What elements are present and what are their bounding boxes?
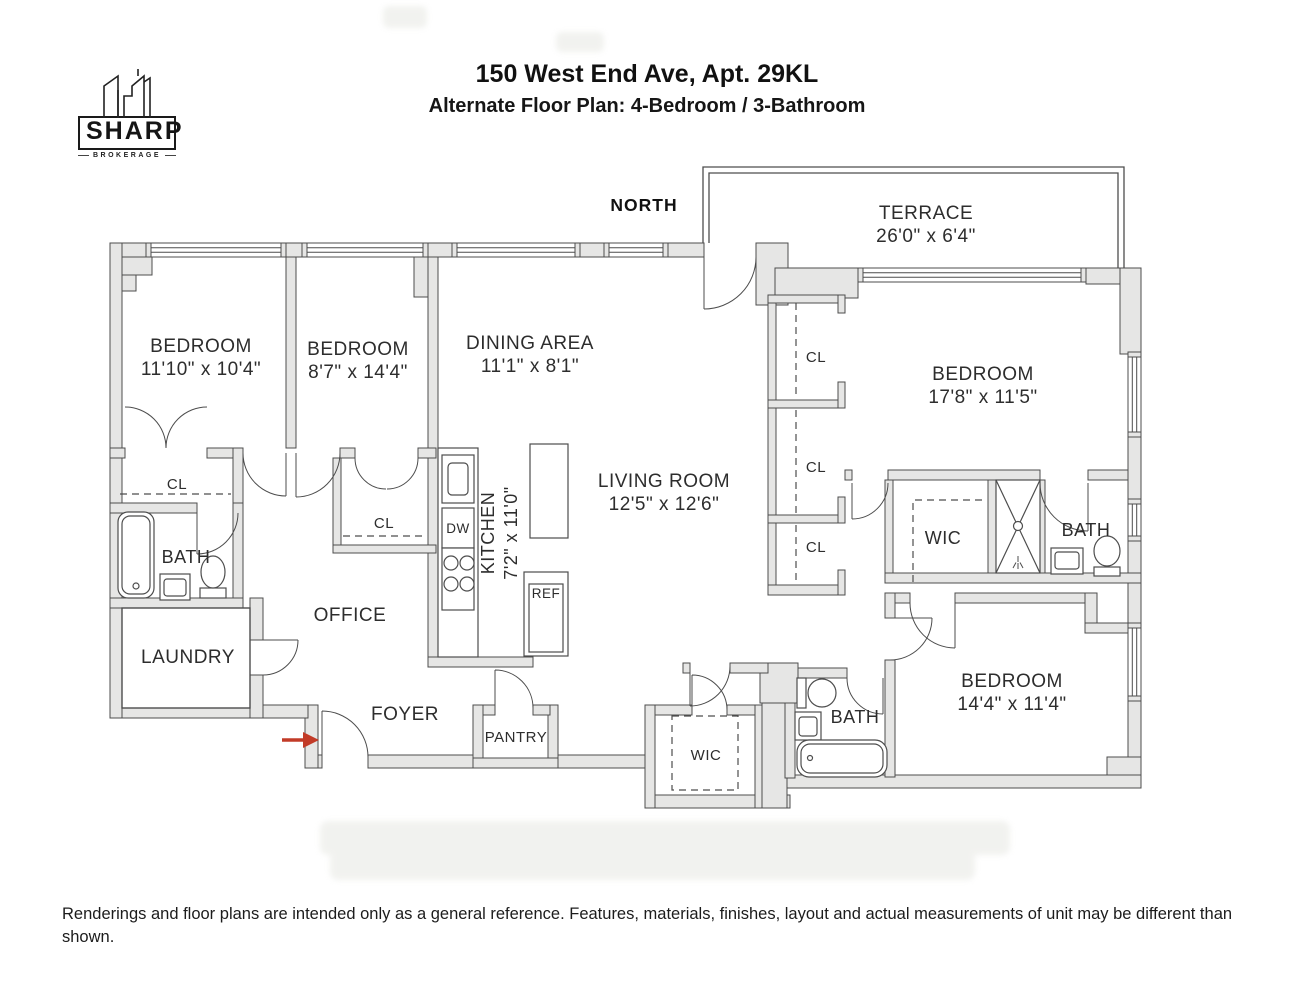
left-bath-fixtures (117, 511, 227, 601)
room-label-terrace: TERRACE (879, 203, 973, 224)
room-label-wic-bottom: WIC (691, 747, 722, 764)
closet-label-3: CL (806, 349, 826, 366)
room-dims-bedroom-1: 11'10" x 10'4" (141, 359, 261, 380)
refrigerator-label: REF (532, 586, 561, 601)
brokerage-logo: SHARP BROKERAGE (78, 66, 182, 159)
room-label-living-room: LIVING ROOM (598, 471, 730, 492)
entry-arrow-icon (282, 732, 319, 748)
laundry-room-outline (121, 607, 251, 709)
dishwasher-label: DW (446, 521, 470, 536)
room-label-bedroom-1: BEDROOM (150, 336, 252, 357)
room-label-kitchen: KITCHEN (478, 492, 498, 575)
room-label-bedroom-2: BEDROOM (307, 339, 409, 360)
terrace-railing (702, 166, 1125, 268)
walls (109, 242, 1142, 809)
room-dims-dining-area: 11'1" x 8'1" (481, 356, 579, 377)
toilet-icon (199, 587, 227, 599)
closet-dashed-lines (120, 303, 984, 791)
room-dims-terrace: 26'0" x 6'4" (876, 226, 976, 247)
page-title: 150 West End Ave, Apt. 29KL (475, 60, 819, 88)
toilet-icon (796, 677, 807, 709)
room-label-bedroom-3: BEDROOM (932, 364, 1034, 385)
watermark-smudge (320, 6, 1010, 880)
room-label-laundry: LAUNDRY (141, 647, 235, 668)
room-label-dining-area: DINING AREA (466, 333, 594, 354)
room-label-foyer: FOYER (371, 704, 439, 725)
kitchen-fixtures (437, 443, 569, 658)
room-dims-bedroom-3: 17'8" x 11'5" (928, 387, 1037, 408)
room-label-pantry: PANTRY (485, 729, 547, 746)
right-bath-fixtures (995, 479, 1121, 577)
room-dims-bedroom-2: 8'7" x 14'4" (308, 362, 408, 383)
door-arcs (124, 256, 1089, 758)
logo-brand: SHARP (78, 116, 182, 150)
room-label-wic-right: WIC (925, 528, 962, 548)
windows (145, 242, 1142, 702)
north-label: NORTH (610, 195, 677, 215)
dishwasher-icon (441, 507, 475, 549)
room-dims-living-room: 12'5" x 12'6" (609, 494, 720, 515)
toilet-icon (1093, 566, 1121, 577)
closet-label-5: CL (806, 539, 826, 556)
disclaimer-text: Renderings and floor plans are intended … (62, 905, 1233, 947)
closet-label-2: CL (374, 515, 394, 532)
logo-tagline: BROKERAGE (78, 152, 177, 159)
header: 150 West End Ave, Apt. 29KL Alternate Fl… (0, 60, 1294, 118)
room-label-bath-bottom: BATH (831, 707, 880, 727)
page-subtitle: Alternate Floor Plan: 4-Bedroom / 3-Bath… (428, 95, 866, 117)
room-dims-kitchen: 7'2" x 11'0" (501, 486, 521, 579)
room-label-bath-left: BATH (162, 547, 211, 567)
room-dims-bedroom-4: 14'4" x 11'4" (957, 694, 1066, 715)
bottom-bath-fixtures (794, 677, 888, 778)
room-label-office: OFFICE (314, 605, 387, 626)
skyline-icon (103, 69, 151, 118)
room-label-bedroom-4: BEDROOM (961, 671, 1063, 692)
room-label-bath-right: BATH (1062, 520, 1111, 540)
closet-label-1: CL (167, 476, 187, 493)
closet-label-4: CL (806, 459, 826, 476)
kitchen-island (529, 443, 569, 539)
